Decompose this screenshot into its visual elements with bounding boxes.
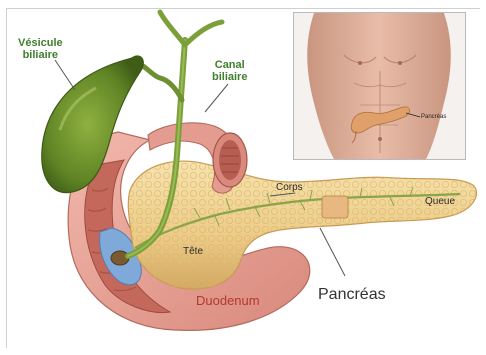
vessel-spot (322, 196, 348, 218)
duodenum-label: Duodenum (196, 294, 260, 308)
torso-body (307, 13, 451, 159)
head-label: Tête (183, 247, 203, 258)
torso-illustration (294, 13, 465, 159)
nipple-right (398, 61, 402, 65)
pancreas-label: Pancréas (318, 287, 386, 304)
body-label: Corps (276, 183, 303, 194)
hepatic-duct-left (160, 12, 185, 45)
bile-duct-label: Canal biliaire (212, 60, 247, 83)
duodenum-lumen (219, 140, 241, 180)
navel (378, 137, 382, 141)
hepatic-duct-right (185, 22, 222, 45)
tail-label: Queue (425, 197, 455, 208)
gallbladder-label: Vésicule biliaire (18, 38, 63, 61)
gallbladder-shape (42, 56, 144, 193)
torso-inset: Pancréas (293, 12, 466, 160)
nipple-left (358, 61, 362, 65)
inset-pancreas-label: Pancréas (421, 114, 446, 120)
